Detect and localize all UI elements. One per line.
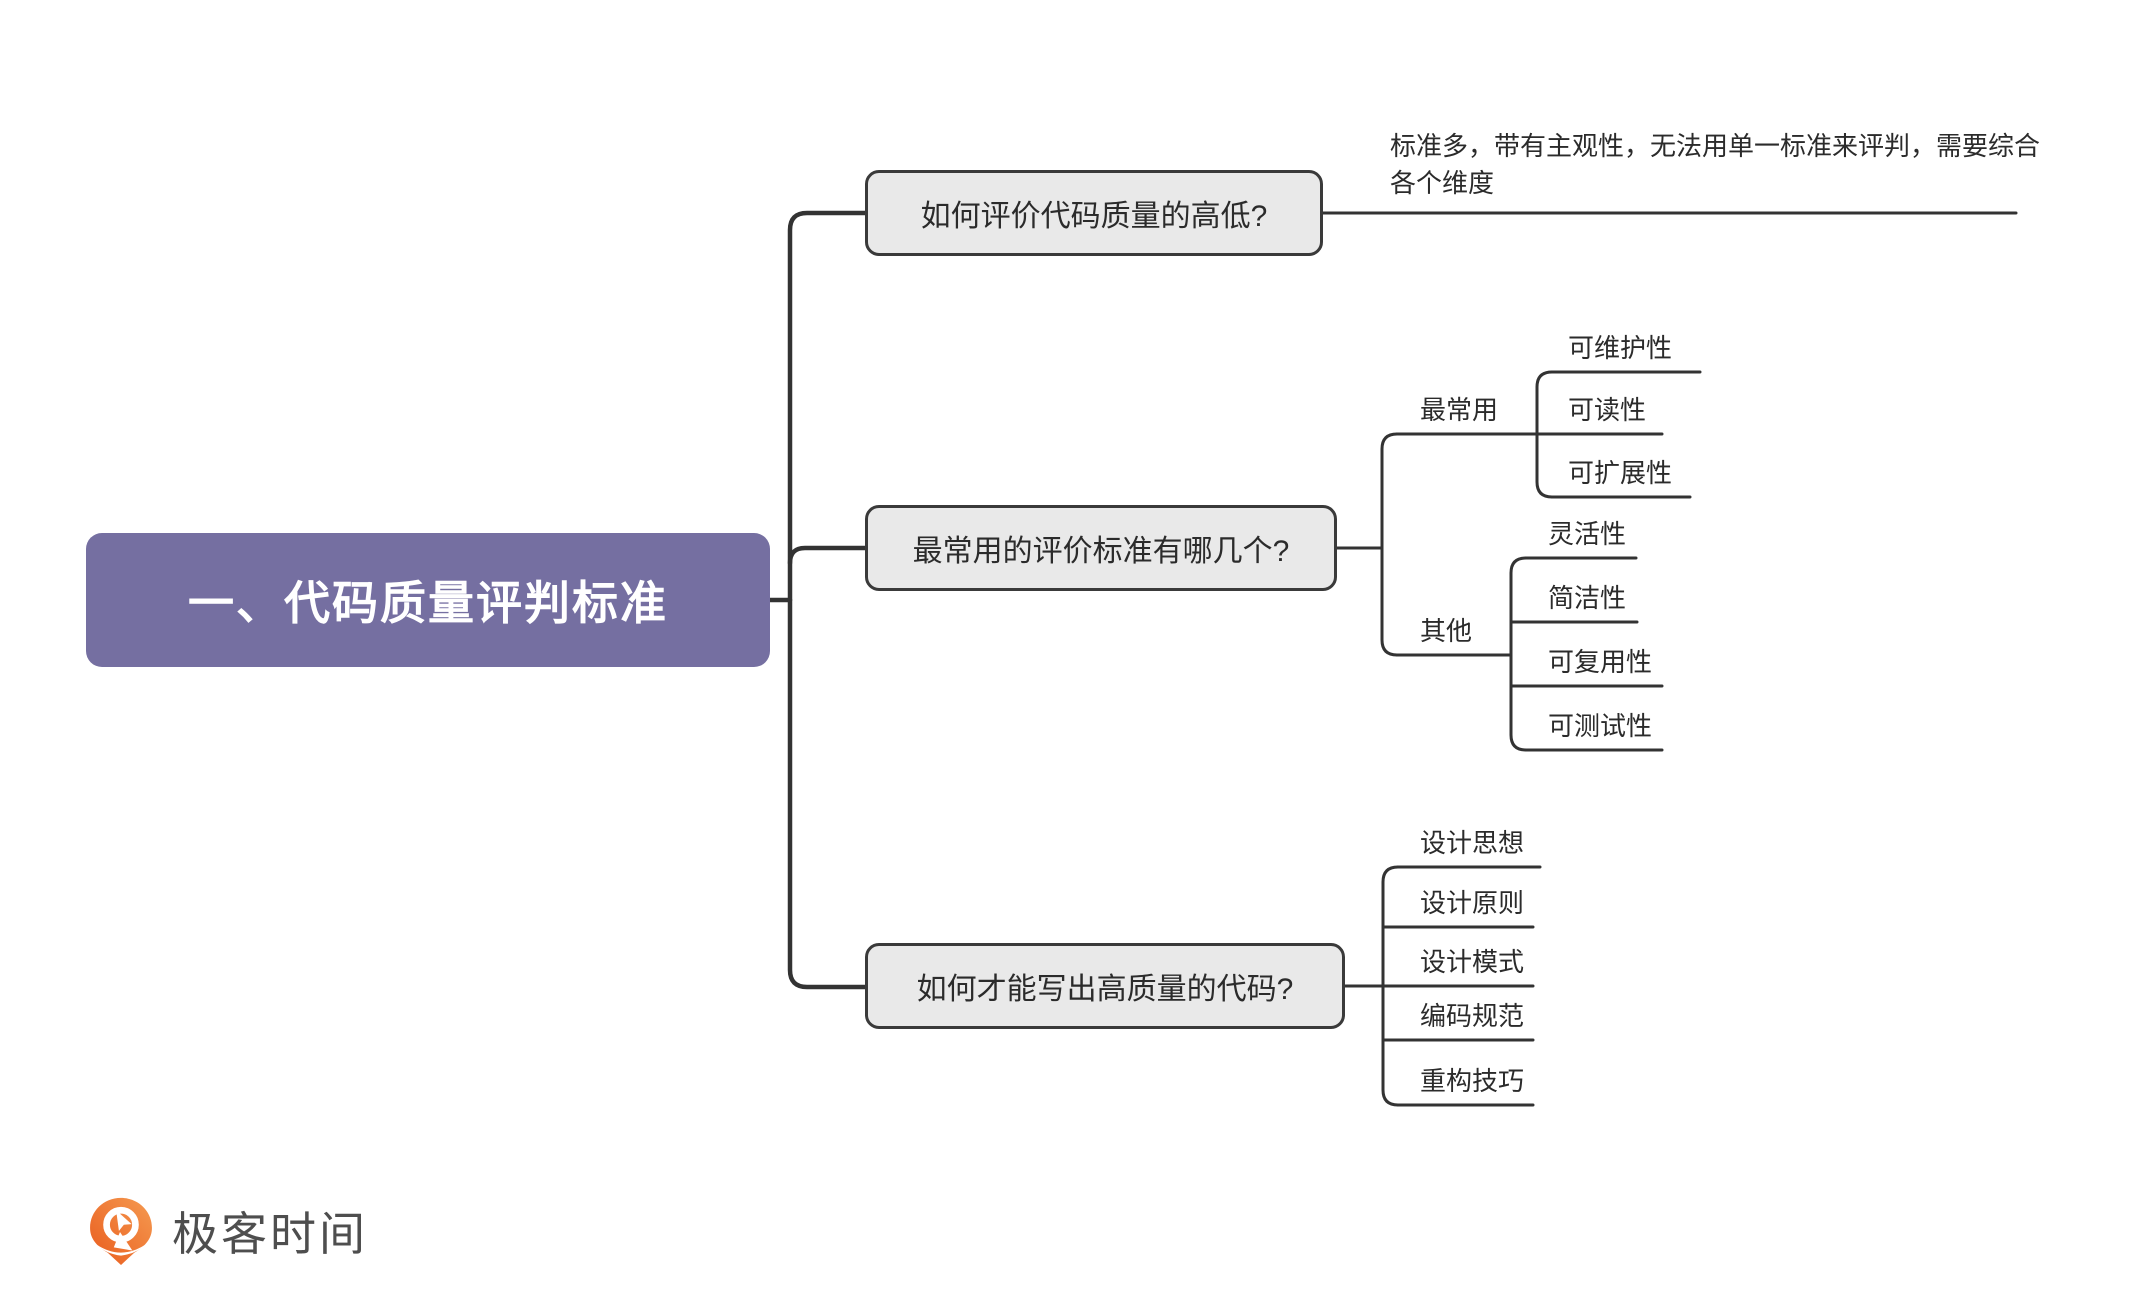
root-node[interactable]: 一、代码质量评判标准 xyxy=(86,533,770,667)
leaf-design-principles[interactable]: 设计原则 xyxy=(1420,888,1525,918)
geektime-logo-icon xyxy=(90,1197,152,1265)
leaf-simplicity[interactable]: 简洁性 xyxy=(1548,583,1627,613)
brand-footer: 极客时间 xyxy=(88,1196,368,1272)
branch-node-write-quality-code[interactable]: 如何才能写出高质量的代码? xyxy=(865,943,1345,1029)
leaf-design-patterns[interactable]: 设计模式 xyxy=(1420,947,1525,977)
brand-name: 极客时间 xyxy=(172,1208,368,1260)
leaf-design-philosophy[interactable]: 设计思想 xyxy=(1420,828,1525,858)
leaf-reusability[interactable]: 可复用性 xyxy=(1548,647,1653,677)
branch-lines xyxy=(1321,211,2018,1107)
leaf-readability[interactable]: 可读性 xyxy=(1568,395,1647,425)
leaf-flexibility[interactable]: 灵活性 xyxy=(1548,519,1627,549)
branch-node-evaluate-quality[interactable]: 如何评价代码质量的高低? xyxy=(865,170,1323,256)
group-label-others[interactable]: 其他 xyxy=(1420,616,1473,646)
group-label-most-common[interactable]: 最常用 xyxy=(1420,395,1499,425)
note-evaluation-standards[interactable]: 标准多，带有主观性，无法用单一标准来评判，需要综合各个维度 xyxy=(1390,131,2041,198)
leaf-testability[interactable]: 可测试性 xyxy=(1548,711,1653,741)
leaf-extensibility[interactable]: 可扩展性 xyxy=(1568,458,1673,488)
leaf-coding-standards[interactable]: 编码规范 xyxy=(1420,1001,1525,1031)
branch-node-common-criteria[interactable]: 最常用的评价标准有哪几个? xyxy=(865,505,1337,591)
leaf-refactoring-skills[interactable]: 重构技巧 xyxy=(1420,1066,1525,1096)
trunk-lines xyxy=(767,210,868,990)
leaf-maintainability[interactable]: 可维护性 xyxy=(1568,333,1673,363)
